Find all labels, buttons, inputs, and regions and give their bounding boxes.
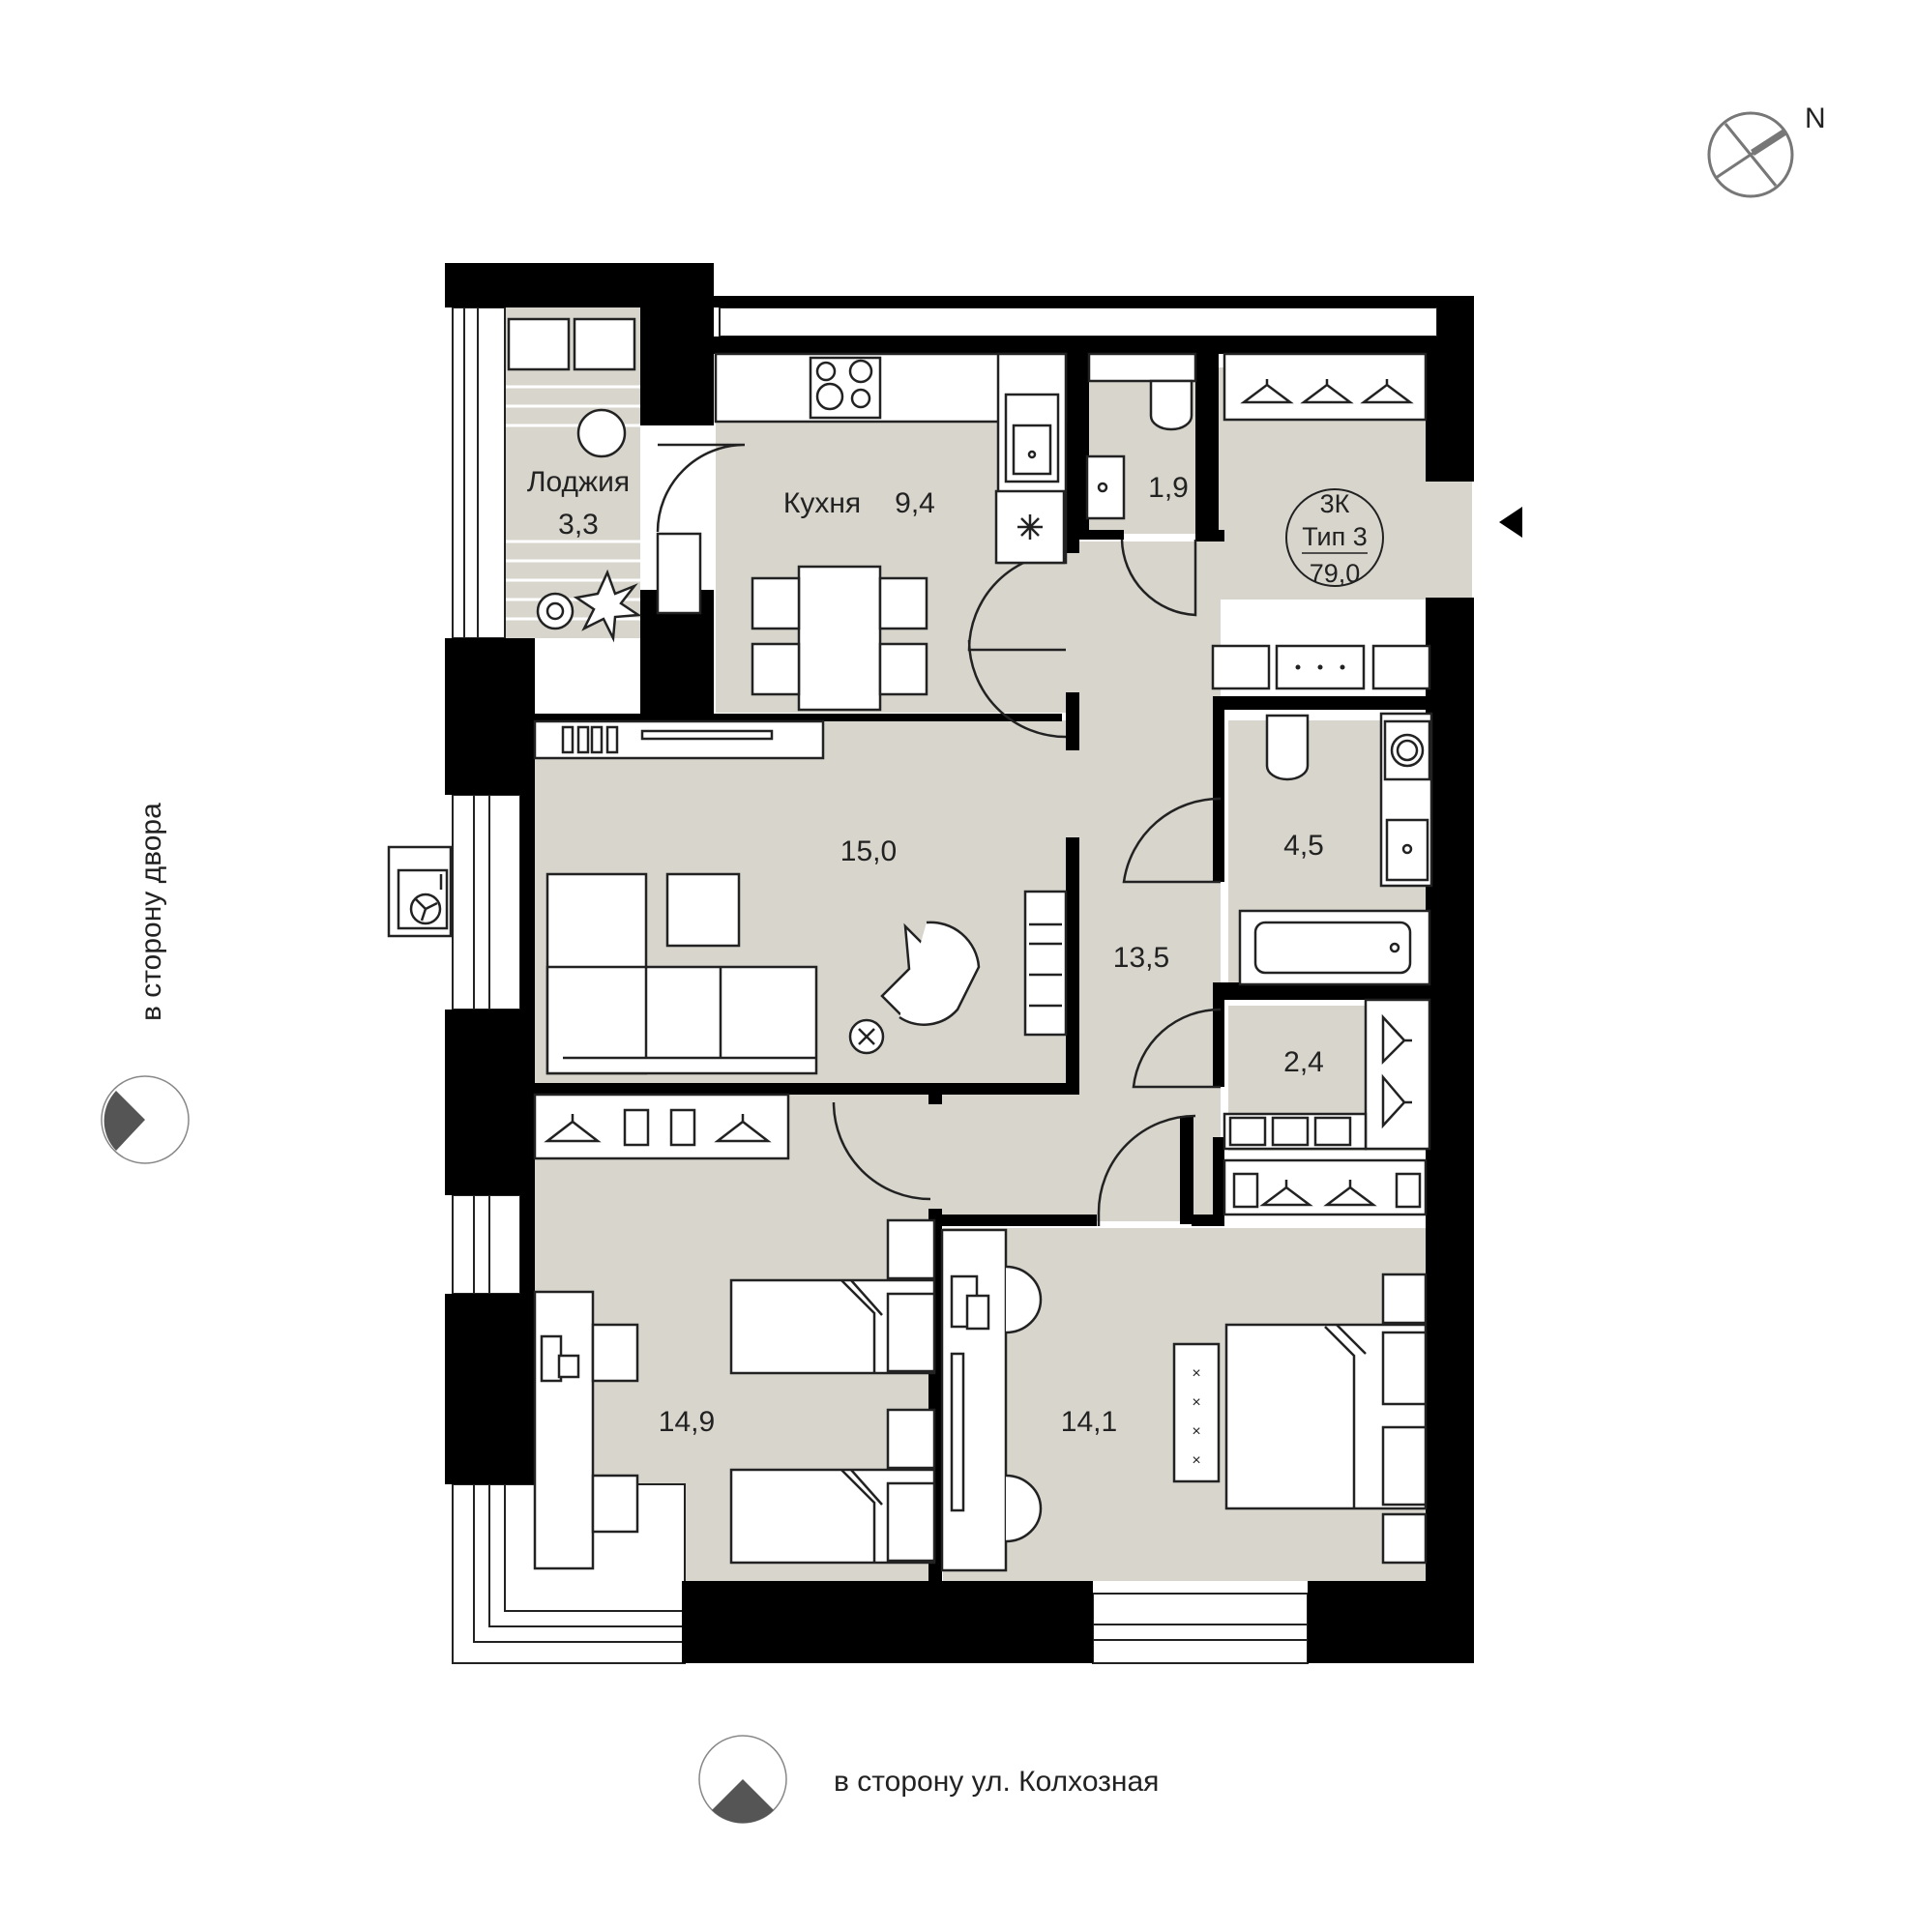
hanger-icon [544, 1114, 772, 1143]
fridge-icon [994, 489, 1066, 565]
floor-lamp [848, 1018, 885, 1055]
dining-chair [878, 576, 928, 630]
sun-direction-icon [698, 1735, 787, 1824]
kitchen-area: 9,4 [895, 487, 935, 519]
closet-furniture [1223, 998, 1431, 1151]
hall-furniture [1211, 352, 1431, 690]
bath-area: 4,5 [1283, 830, 1324, 862]
living-window [452, 794, 521, 1010]
living-area: 15,0 [840, 835, 897, 867]
bedroom-right-area: 14,1 [1061, 1406, 1117, 1438]
hanger-icon [1259, 1180, 1377, 1207]
closet-area: 2,4 [1283, 1046, 1324, 1078]
bedroom-right-window [1092, 1593, 1309, 1664]
hall-area: 13,5 [1113, 942, 1169, 974]
washing-machine-icon [1383, 719, 1431, 781]
badge-rooms: 3К [1320, 489, 1350, 518]
street-direction-label: в сторону ул. Колхозная [834, 1766, 1159, 1798]
hanger-icon [1381, 1013, 1412, 1129]
wc-furniture [1085, 352, 1197, 520]
loggia-name: Лоджия [527, 466, 630, 498]
sink-icon [1385, 818, 1429, 882]
loggia-area: 3,3 [558, 509, 599, 541]
planter-box [507, 317, 571, 371]
bedroom-left-window-top [452, 1194, 521, 1295]
living-furniture [533, 719, 1068, 1075]
shoe-cabinet [1371, 644, 1431, 690]
dining-chair [751, 642, 801, 696]
dining-table [797, 565, 882, 712]
nightstand [1172, 1342, 1221, 1483]
svg-text:×: × [1192, 1394, 1200, 1411]
bedroom-right-furniture: × × × × [940, 1158, 1428, 1572]
shelf [1023, 890, 1068, 1037]
planter-box [573, 317, 636, 371]
bedroom-left-area: 14,9 [659, 1406, 715, 1438]
bathtub-icon [1238, 909, 1431, 986]
sink-icon [1004, 393, 1060, 483]
sofa [545, 965, 818, 1075]
loggia-furniture [507, 317, 702, 643]
stove-icon [809, 356, 882, 420]
shoe-cabinet [1211, 644, 1271, 690]
loggia-stripes [505, 385, 640, 621]
toilet-icon [1149, 379, 1193, 431]
svg-text:×: × [1192, 1423, 1200, 1440]
top-window [719, 307, 1438, 337]
corner-window-lines [473, 1484, 685, 1643]
coffee-table [665, 872, 741, 948]
wc-area: 1,9 [1148, 472, 1189, 504]
sink-icon [1085, 454, 1126, 520]
kitchen-name: Кухня [783, 487, 861, 519]
compass-icon [1707, 111, 1794, 198]
entrance-arrow-icon [1499, 507, 1522, 538]
bath-furniture [1238, 712, 1433, 986]
tv [640, 729, 774, 741]
door-swings [656, 443, 1222, 1226]
hanger-icon [1240, 379, 1414, 404]
plant-icon [536, 569, 642, 643]
toilet-icon [1265, 714, 1310, 781]
sun-direction-icon [101, 1075, 190, 1164]
desk [533, 1290, 595, 1570]
room-labels: Лоджия 3,3 Кухня 9,4 1,9 15,0 13,5 4,5 2… [527, 466, 1324, 1438]
badge-type: Тип 3 [1302, 522, 1368, 551]
badge-total: 79,0 [1310, 559, 1361, 588]
round-table [576, 408, 627, 458]
yard-direction-label: в сторону двора [135, 803, 167, 1021]
svg-text:×: × [1192, 1452, 1200, 1469]
apartment-badge: 3К Тип 3 79,0 [1285, 488, 1384, 588]
bedroom-left-furniture [533, 1093, 936, 1570]
loggia-door-frame [656, 532, 702, 615]
dining-chair [751, 576, 801, 630]
svg-text:×: × [1192, 1365, 1200, 1382]
air-conditioner-icon [387, 845, 453, 938]
kitchen-furniture [714, 352, 1068, 712]
compass-north-label: N [1805, 102, 1826, 134]
dining-chair [878, 642, 928, 696]
